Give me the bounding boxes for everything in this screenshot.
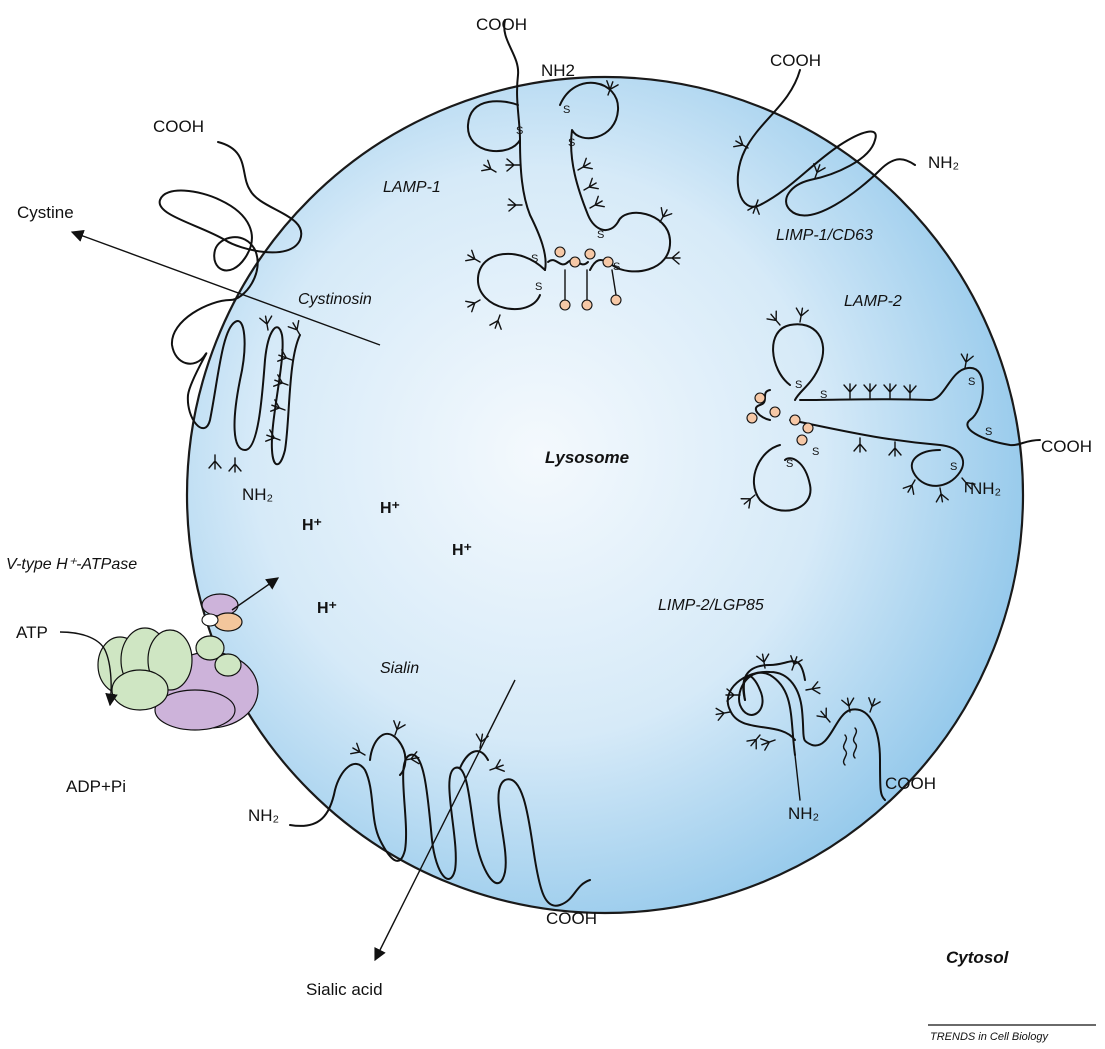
svg-text:S: S [597,229,604,241]
limp1-label: LIMP-1/CD63 [776,227,873,244]
nh2-label-cystinosin: NH₂ [242,485,273,504]
svg-text:S: S [563,104,570,116]
svg-text:S: S [568,137,575,149]
sialin-label: Sialin [380,660,419,677]
h-plus-label-1: H⁺ [302,517,322,534]
svg-text:S: S [968,376,975,388]
svg-text:S: S [786,458,793,470]
svg-text:S: S [531,253,538,265]
svg-text:S: S [516,125,523,137]
cooh-label-cystinosin: COOH [153,117,204,136]
cytosol-label: Cytosol [946,948,1010,967]
source-label: TRENDS in Cell Biology [930,1031,1049,1043]
svg-text:S: S [795,379,802,391]
svg-text:S: S [535,281,542,293]
cystine-label: Cystine [17,203,74,222]
svg-text:S: S [820,389,827,401]
lamp1-label: LAMP-1 [383,179,441,196]
h-plus-label-4: H⁺ [317,600,337,617]
nh2-label-limp1: NH₂ [928,153,959,172]
atp-label: ATP [16,623,48,642]
cooh-label-limp1: COOH [770,51,821,70]
sialic-acid-label: Sialic acid [306,980,383,999]
cooh-label-sialin: COOH [546,909,597,928]
svg-text:S: S [812,446,819,458]
adp-label: ADP+Pi [66,777,126,796]
nh2-label-lamp2: NH₂ [970,479,1001,498]
v-atpase-complex-icon [98,594,258,730]
cooh-label-limp2: COOH [885,774,936,793]
h-plus-label-2: H⁺ [380,500,400,517]
nh2-label-sialin: NH₂ [248,806,279,825]
nh2-label-lamp1: NH2 [541,61,575,80]
cooh-label-lamp2: COOH [1041,437,1092,456]
svg-text:S: S [613,261,620,273]
nh2-label-limp2: NH₂ [788,804,819,823]
limp2-label: LIMP-2/LGP85 [658,597,764,614]
cooh-label-lamp1: COOH [476,15,527,34]
h-plus-label-3: H⁺ [452,542,472,559]
svg-text:S: S [950,461,957,473]
cystinosin-label: Cystinosin [298,291,372,308]
lamp2-label: LAMP-2 [844,293,902,310]
vatpase-label: V-type H⁺-ATPase [6,556,137,573]
lysosome-label: Lysosome [545,448,629,467]
svg-text:S: S [985,426,992,438]
